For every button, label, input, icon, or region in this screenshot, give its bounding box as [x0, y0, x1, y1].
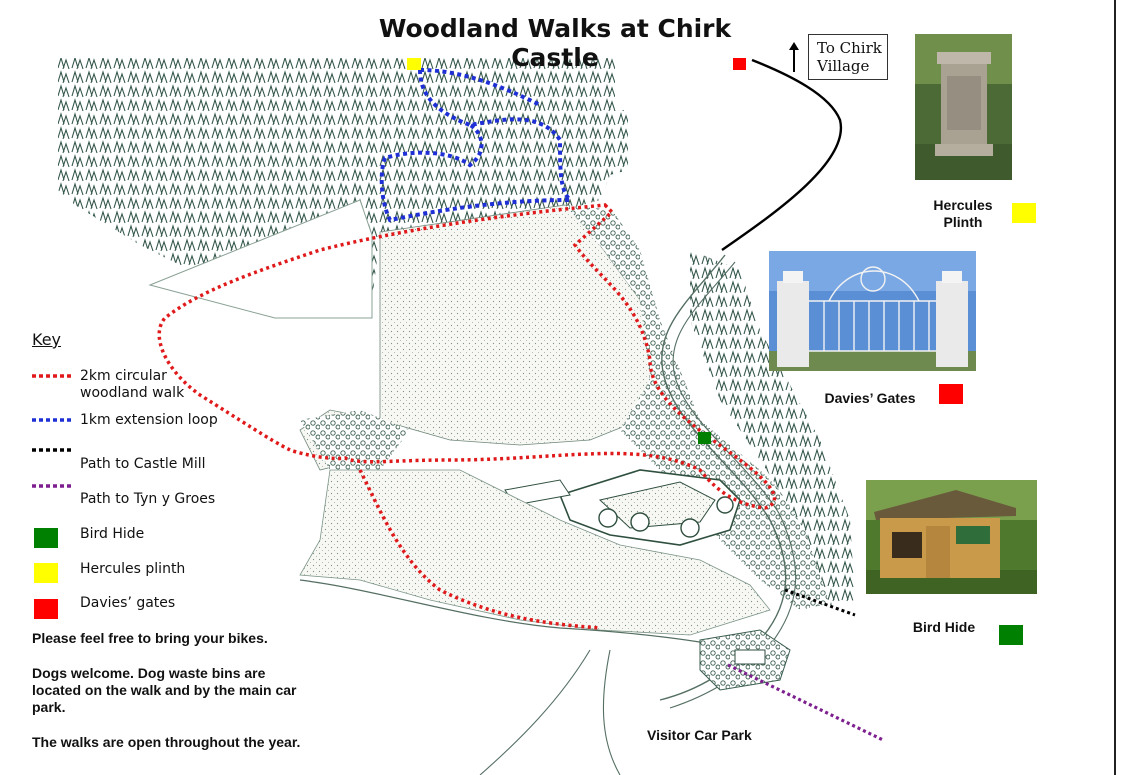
bird-hide-photo [866, 480, 1037, 594]
key-swatch-red-square [34, 599, 58, 619]
note-bikes: Please feel free to bring your bikes. [32, 630, 268, 646]
parkland [299, 204, 855, 610]
arrow-up-icon [789, 42, 799, 72]
note-open: The walks are open throughout the year. [32, 734, 301, 750]
key-label-blue-loop: 1km extension loop [80, 412, 218, 428]
visitor-car-park-label: Visitor Car Park [647, 727, 752, 743]
hercules-key-square [1012, 203, 1036, 223]
key-label-red-line-2: woodland walk [80, 385, 185, 401]
visitor-notes: Please feel free to bring your bikes. Do… [32, 630, 302, 769]
key-label-davies-gates: Davies’ gates [80, 595, 176, 611]
key-label-hercules: Hercules plinth [80, 561, 186, 577]
blue-extension-loop [379, 68, 575, 223]
key-swatch-blue-dotted [32, 418, 72, 422]
path-to-castle-mill [784, 588, 856, 617]
red-circular-walk [157, 203, 777, 630]
key-swatch-yellow-square [34, 563, 58, 583]
lower-road-east [602, 649, 621, 775]
bird-hide-caption: Bird Hide [912, 619, 976, 635]
castle [504, 469, 741, 546]
page-edge-line [1114, 0, 1116, 775]
key-swatch-black-dotted [32, 448, 72, 452]
key-label-tyn-y-groes: Path to Tyn y Groes [80, 491, 216, 507]
hercules-plinth-marker[interactable] [407, 58, 421, 70]
chirk-village-signpost: To Chirk Village [808, 34, 888, 80]
davies-gates-marker[interactable] [733, 58, 746, 70]
hercules-caption-line-1: Hercules [933, 197, 993, 213]
davies-gates-caption: Davies’ Gates [824, 390, 916, 406]
path-to-chirk-village [721, 58, 843, 251]
drive-road [299, 579, 741, 651]
path-to-tyn-y-groes [727, 663, 884, 742]
lower-lawn [299, 469, 771, 636]
page-title: Woodland Walks at Chirk Castle [378, 14, 732, 72]
bird-hide-key-square [999, 625, 1023, 645]
car-park-area [699, 629, 791, 691]
key-swatch-red-dotted [32, 374, 72, 378]
key-swatch-green-square [34, 528, 58, 548]
hercules-plinth-caption: Hercules Plinth [920, 197, 1006, 231]
bird-hide-marker[interactable] [698, 432, 711, 444]
key-title: Key [32, 330, 62, 349]
upper-field [148, 199, 373, 319]
signpost-line-1: To Chirk [817, 39, 882, 57]
lower-road-west [479, 649, 591, 775]
key-label-red-walk: 2km circular woodland walk [80, 368, 184, 402]
key-label-bird-hide: Bird Hide [80, 526, 145, 542]
hercules-plinth-photo [915, 34, 1012, 180]
signpost-line-2: Village [817, 57, 870, 75]
key-label-castle-mill: Path to Castle Mill [80, 456, 206, 472]
davies-key-square [939, 384, 963, 404]
key-swatch-purple-dotted [32, 484, 72, 488]
pine-forest [58, 58, 628, 300]
note-dogs: Dogs welcome. Dog waste bins are located… [32, 665, 297, 715]
hercules-caption-line-2: Plinth [943, 214, 983, 230]
key-label-red-line-1: 2km circular [80, 368, 167, 384]
davies-gates-photo [769, 251, 976, 371]
